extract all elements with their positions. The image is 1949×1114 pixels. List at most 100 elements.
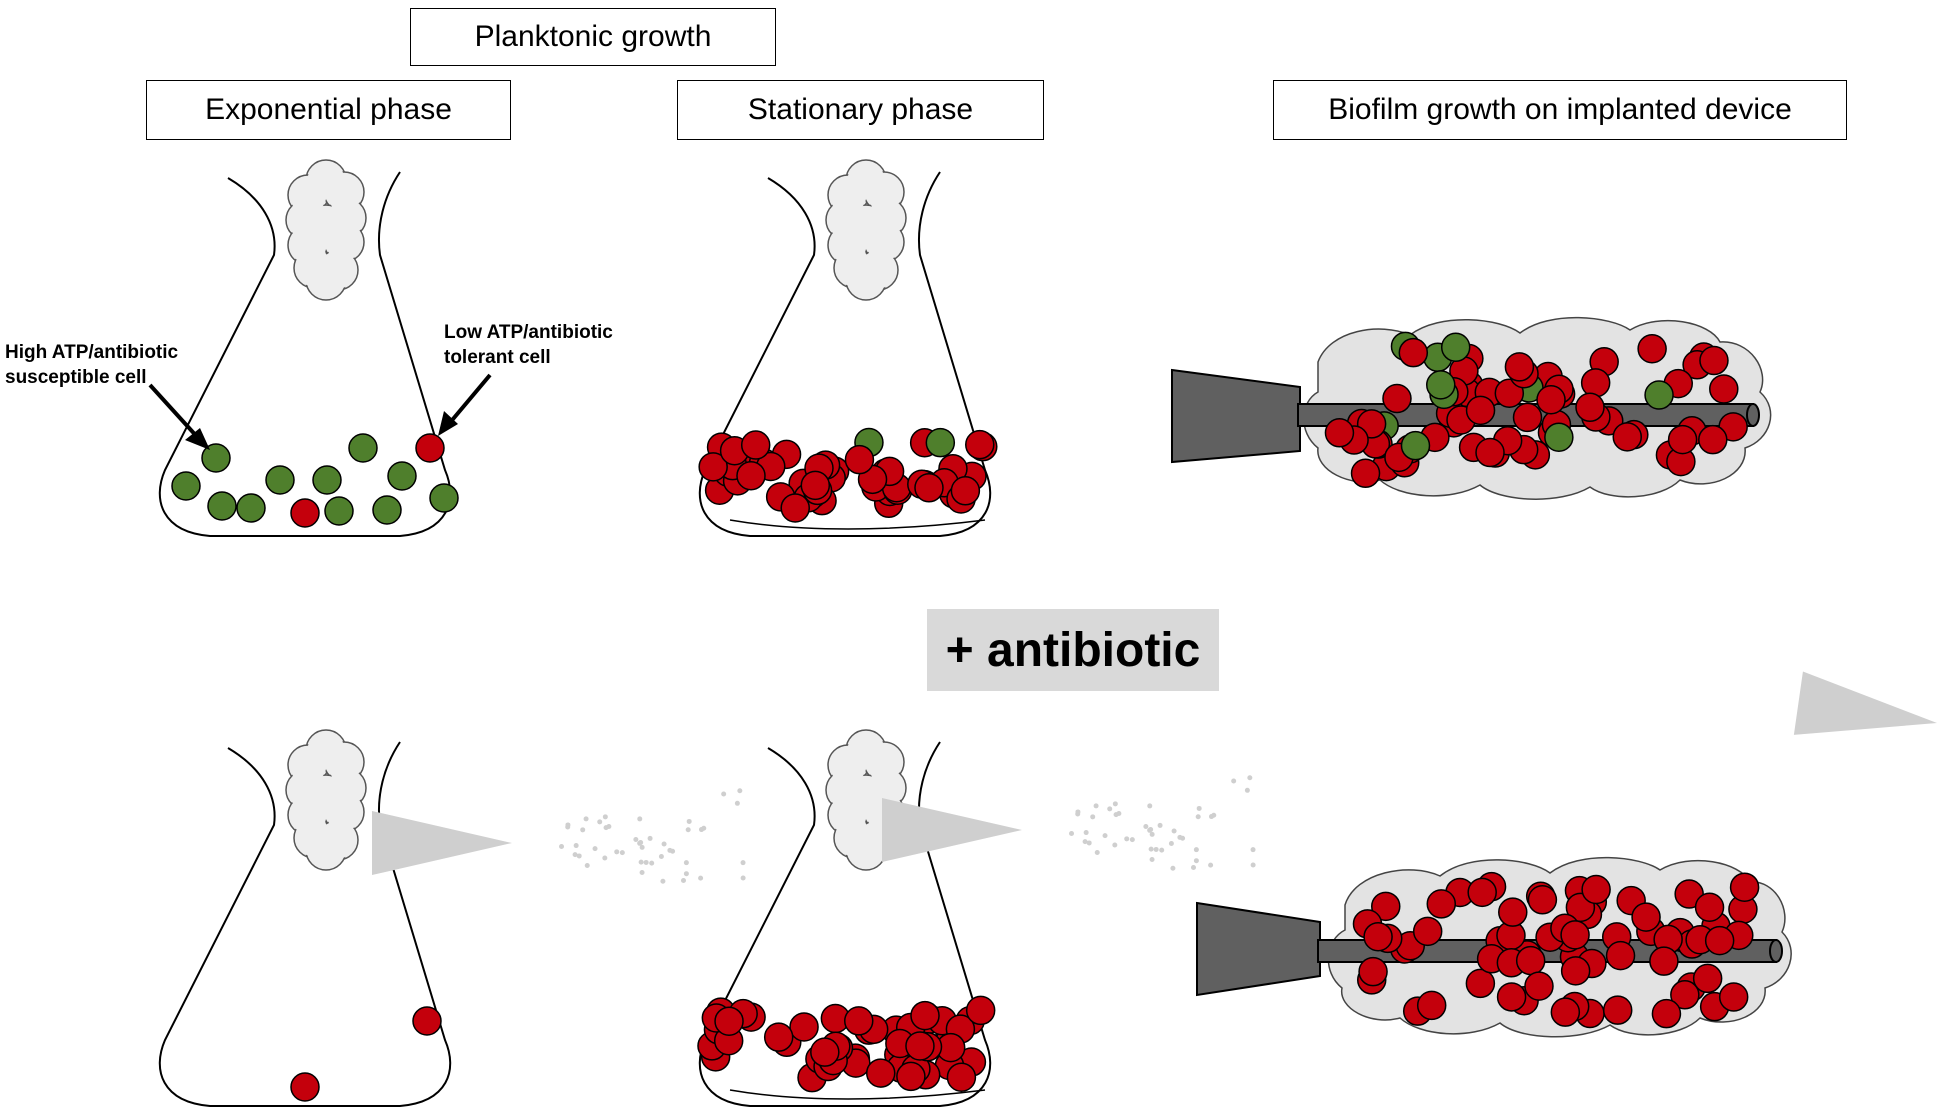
susceptible-cell bbox=[171, 471, 201, 501]
flask-stationary-top bbox=[698, 171, 992, 537]
antibiotic-spray-stationary bbox=[882, 775, 1256, 871]
tolerant-cell bbox=[1371, 891, 1401, 922]
tolerant-cell bbox=[1412, 916, 1443, 947]
tolerant-cell bbox=[1536, 384, 1566, 415]
arrow-susceptible bbox=[148, 383, 210, 450]
liquid-line-stationary-bottom bbox=[729, 1089, 986, 1100]
susceptible-cell bbox=[236, 493, 266, 523]
tolerant-cell bbox=[698, 452, 728, 482]
tolerant-cell bbox=[1651, 998, 1682, 1029]
tolerant-cell bbox=[714, 1006, 744, 1036]
tolerant-cell bbox=[789, 1012, 819, 1042]
tolerant-cell bbox=[910, 1000, 940, 1031]
tolerant-cell bbox=[1631, 902, 1661, 932]
tolerant-cell bbox=[1475, 437, 1505, 468]
cotton-plug-stationary-top bbox=[825, 159, 907, 301]
susceptible-cell bbox=[1644, 380, 1674, 410]
tolerant-cell bbox=[1670, 980, 1700, 1010]
tolerant-cell bbox=[1515, 945, 1546, 976]
tolerant-cell bbox=[763, 1022, 794, 1052]
susceptible-cell bbox=[207, 491, 237, 521]
cotton-plug-stationary-bottom bbox=[825, 729, 907, 871]
exponential-phase-label: Exponential phase bbox=[146, 80, 511, 140]
tolerant-cell bbox=[1324, 418, 1355, 448]
tolerant-cell bbox=[1496, 982, 1527, 1012]
tolerant-cell bbox=[1637, 333, 1667, 364]
susceptible-cell bbox=[372, 495, 402, 525]
tolerant-cell bbox=[736, 460, 766, 491]
flask-exponential-bottom bbox=[158, 741, 452, 1107]
tolerant-cell bbox=[1605, 940, 1636, 971]
susceptible-cell-annotation: High ATP/antibiotic susceptible cell bbox=[5, 342, 179, 388]
tolerant-cell bbox=[800, 470, 831, 501]
tolerant-cell bbox=[1498, 897, 1528, 927]
susceptible-cell bbox=[312, 465, 342, 495]
antibiotic-spray-exponential bbox=[372, 788, 746, 884]
susceptible-cell bbox=[324, 496, 354, 526]
tolerant-cell bbox=[1718, 982, 1749, 1012]
tolerant-cell bbox=[1524, 971, 1554, 1001]
tolerant-cell bbox=[1467, 877, 1497, 908]
tolerant-cell bbox=[780, 493, 810, 523]
susceptible-cell bbox=[387, 461, 417, 491]
tolerant-cell bbox=[965, 429, 995, 460]
susceptible-cell bbox=[1400, 430, 1431, 461]
tolerant-cell bbox=[1560, 956, 1591, 986]
susceptible-cell bbox=[348, 433, 378, 463]
tolerant-cell bbox=[740, 430, 771, 460]
susceptible-cell bbox=[1440, 332, 1471, 363]
tolerant-cell bbox=[1575, 392, 1605, 423]
cotton-plug-exponential-bottom bbox=[285, 729, 367, 871]
susceptible-cell bbox=[201, 443, 231, 473]
tolerant-cell bbox=[914, 473, 944, 503]
tolerant-cell bbox=[905, 1031, 935, 1061]
tolerant-cell bbox=[844, 444, 875, 475]
tolerant-cell bbox=[1512, 402, 1543, 433]
tolerant-cell bbox=[810, 1037, 840, 1067]
tolerant-cell bbox=[1504, 352, 1535, 382]
cotton-plug-exponential-top bbox=[285, 159, 367, 301]
tolerant-cell bbox=[950, 476, 981, 506]
tolerant-cell bbox=[1426, 889, 1457, 919]
tolerant-cell bbox=[290, 498, 320, 528]
tolerant-cell bbox=[865, 1058, 896, 1088]
tolerant-cell bbox=[290, 1072, 320, 1102]
tolerant-cell bbox=[1350, 458, 1381, 489]
tolerant-cell bbox=[1382, 383, 1412, 414]
tolerant-cell bbox=[412, 1006, 442, 1036]
stationary-phase-label: Stationary phase bbox=[677, 80, 1044, 140]
tolerant-cell bbox=[1560, 920, 1590, 950]
tolerant-cell bbox=[1649, 946, 1679, 976]
biofilm-growth-label: Biofilm growth on implanted device bbox=[1273, 80, 1847, 140]
tolerant-cell bbox=[1602, 995, 1633, 1025]
tolerant-cell bbox=[415, 433, 445, 463]
tolerant-cell bbox=[1398, 337, 1429, 368]
susceptible-cell bbox=[1426, 370, 1456, 400]
tolerant-cell bbox=[1465, 968, 1496, 999]
tolerant-cell bbox=[1709, 374, 1739, 404]
susceptible-cell bbox=[925, 427, 956, 458]
tolerant-cell bbox=[1694, 892, 1725, 923]
tolerant-cell bbox=[1699, 345, 1729, 376]
tolerant-cell bbox=[1363, 921, 1393, 952]
arrow-tolerant bbox=[438, 373, 492, 436]
planktonic-growth-label: Planktonic growth bbox=[410, 8, 776, 66]
tolerant-cell bbox=[1527, 885, 1558, 915]
tolerant-cell-annotation: Low ATP/antibiotic tolerant cell bbox=[444, 322, 613, 368]
tolerant-cell bbox=[1416, 990, 1447, 1021]
tolerant-cell bbox=[1667, 424, 1698, 455]
tolerant-cell bbox=[1465, 395, 1496, 426]
tolerant-cell bbox=[896, 1061, 926, 1092]
susceptible-cell bbox=[1544, 422, 1574, 452]
tolerant-cell bbox=[946, 1062, 977, 1092]
tolerant-cell bbox=[843, 1006, 874, 1036]
antibiotic-treatment-label: + antibiotic bbox=[927, 609, 1219, 691]
antibiotic-spray-biofilm bbox=[1793, 671, 1937, 735]
tolerant-cell bbox=[1550, 997, 1581, 1027]
tolerant-cell bbox=[1581, 874, 1611, 905]
tolerant-cell bbox=[1729, 872, 1760, 902]
tolerant-cell bbox=[1580, 368, 1611, 398]
susceptible-cell bbox=[429, 483, 459, 513]
